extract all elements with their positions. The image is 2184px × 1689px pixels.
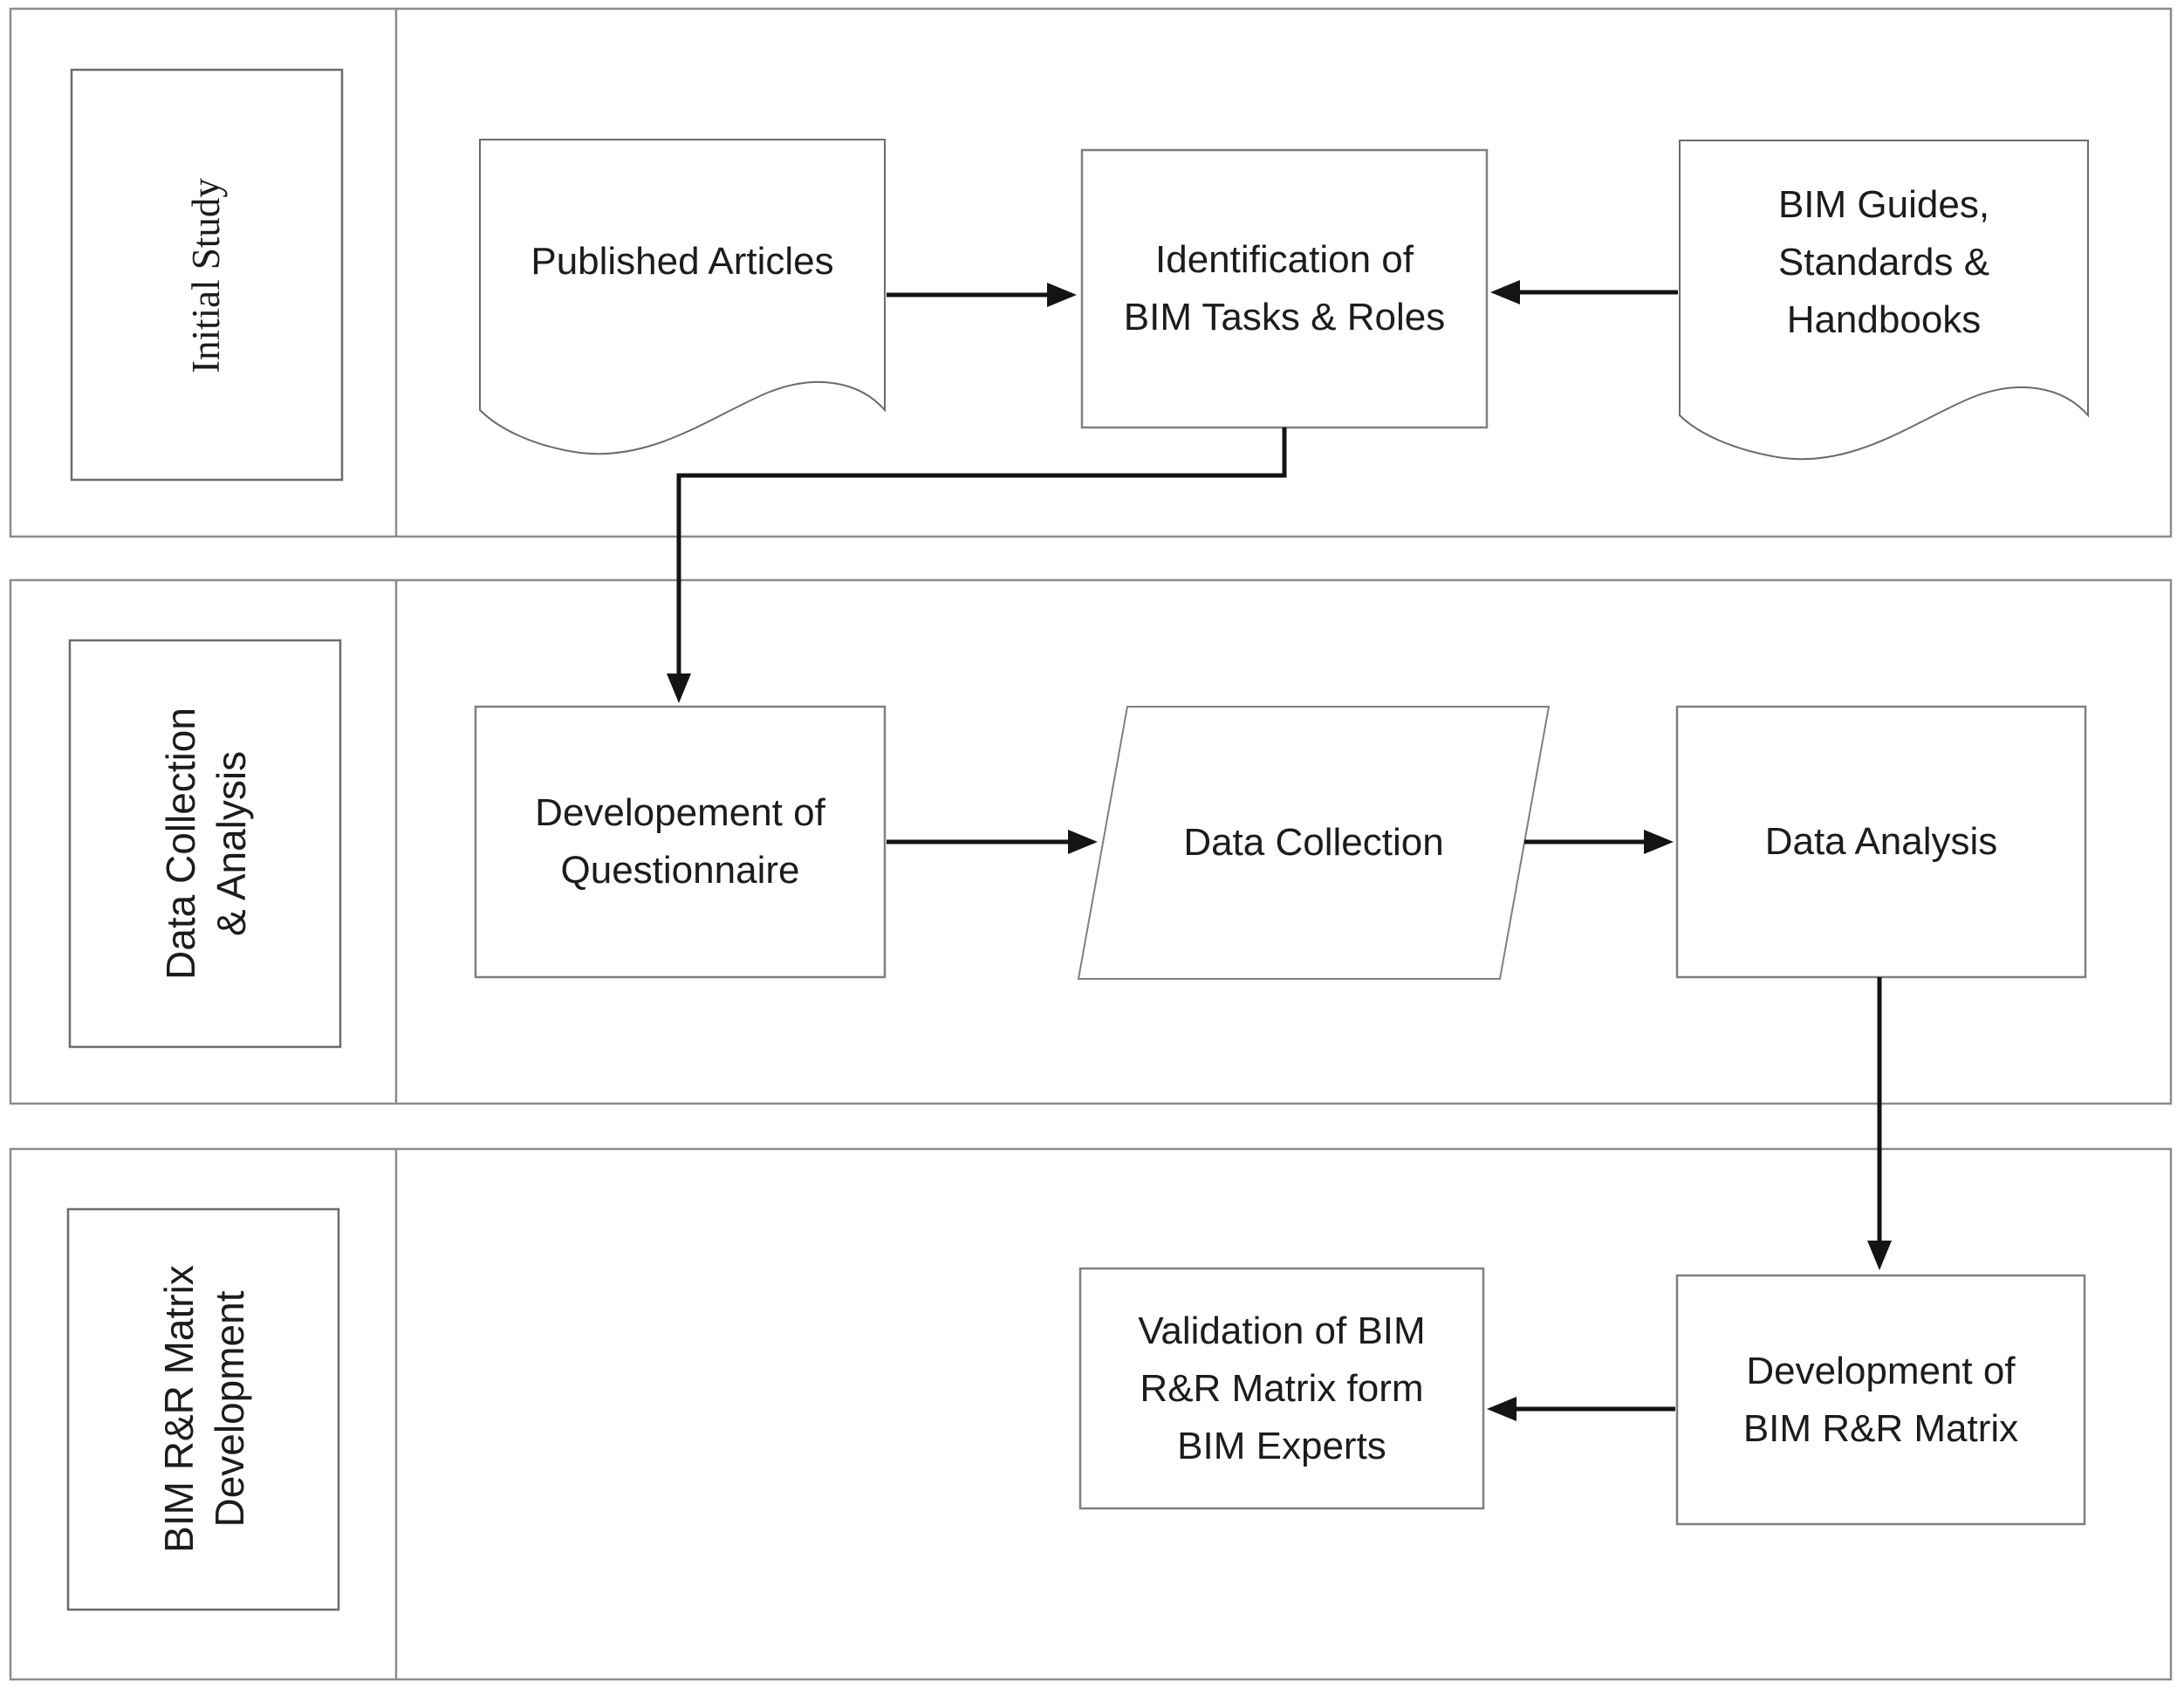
band-3-border — [9, 1147, 2173, 1681]
parallelogram-data-collection — [1077, 706, 1551, 980]
process-box-development-questionnaire — [474, 705, 887, 979]
arrow-data-collection-to-analysis — [1524, 830, 1674, 854]
process-box-identification — [1080, 148, 1489, 429]
process-box-validation — [1078, 1267, 1485, 1510]
document-shape-published-articles — [479, 139, 886, 455]
arrow-published-to-identification — [887, 283, 1077, 307]
process-box-data-analysis — [1675, 705, 2087, 979]
phase-band-bim-rr-matrix-development — [9, 1147, 2173, 1681]
phase-band-initial-study — [9, 7, 2173, 538]
arrow-development-to-validation — [1487, 1397, 1675, 1421]
band-1-border — [9, 7, 2173, 538]
band-1-label-box — [70, 68, 344, 482]
phase-band-data-collection-analysis — [9, 578, 2173, 1105]
band-2-label-box — [68, 639, 342, 1049]
band-2-border — [9, 578, 2173, 1105]
arrow-questionnaire-to-data-collection — [887, 830, 1098, 854]
document-shape-bim-guides — [1679, 140, 2089, 461]
band-3-label-box — [66, 1207, 340, 1611]
arrow-analysis-to-development-matrix — [1867, 977, 1892, 1270]
process-box-development-matrix — [1675, 1274, 2086, 1526]
arrow-guides-to-identification — [1490, 280, 1678, 304]
arrow-identification-to-questionnaire — [667, 427, 1287, 703]
